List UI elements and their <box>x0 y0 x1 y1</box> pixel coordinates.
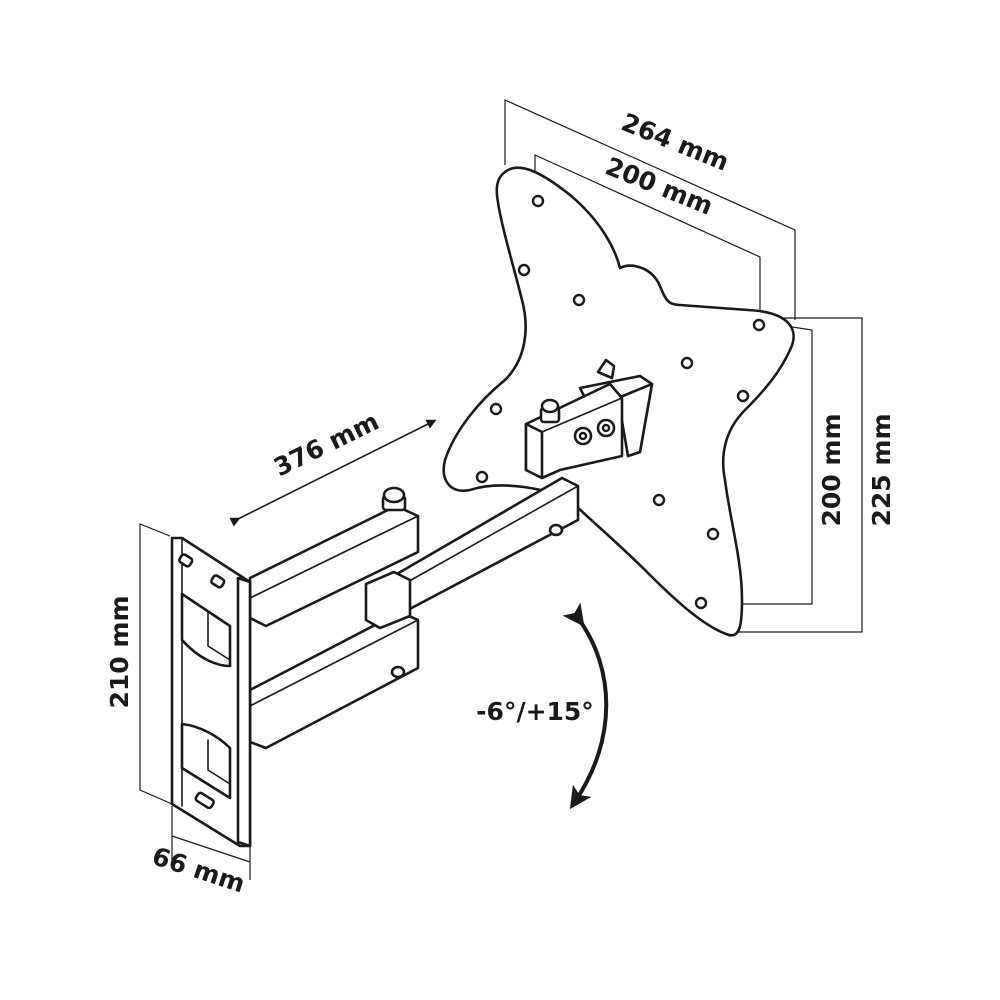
label-arm-length: 376 mm <box>269 407 383 483</box>
tilt-head <box>524 358 654 480</box>
label-height-outer: 225 mm <box>867 414 896 527</box>
arm-length-arrow <box>229 419 437 527</box>
tilt-arrow <box>562 602 609 810</box>
label-wall-plate-depth: 66 mm <box>149 841 249 898</box>
label-tilt-range: -6°/+15° <box>476 697 594 726</box>
wall-plate <box>170 536 252 848</box>
label-wall-plate-height: 210 mm <box>105 596 134 709</box>
label-height-inner: 200 mm <box>817 414 846 527</box>
wall-plate-dimensions <box>139 523 251 880</box>
